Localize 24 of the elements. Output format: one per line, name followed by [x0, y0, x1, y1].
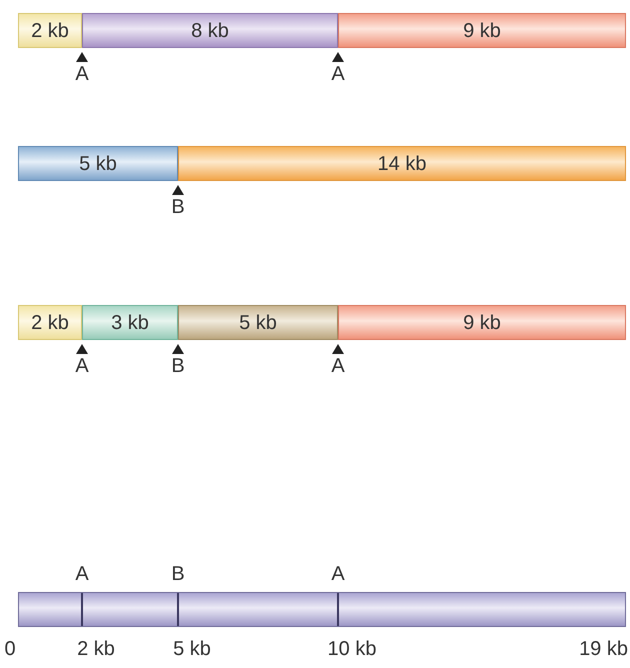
scale-label: 5 kb [172, 639, 212, 659]
cut-site-label: A [74, 64, 90, 84]
dna-segment: 5 kb [18, 146, 178, 181]
restriction-map-bar [18, 592, 626, 627]
site-label: A [330, 564, 346, 584]
dna-segment: 3 kb [82, 305, 178, 340]
dna-segment: 8 kb [82, 13, 338, 48]
dna-segment: 9 kb [338, 13, 626, 48]
scale-label: 19 kb [579, 639, 628, 659]
site-label: A [74, 564, 90, 584]
scale-label: 10 kb [326, 639, 378, 659]
dna-segment: 2 kb [18, 305, 82, 340]
cut-site-label: B [170, 197, 186, 217]
site-label: B [170, 564, 186, 584]
cut-site-label: B [170, 356, 186, 376]
cut-site-label: A [74, 356, 90, 376]
cut-site-label: A [330, 356, 346, 376]
cut-site-label: A [330, 64, 346, 84]
dna-segment: 2 kb [18, 13, 82, 48]
dna-segment: 14 kb [178, 146, 626, 181]
scale-label: 2 kb [76, 639, 116, 659]
scale-label: 0 [3, 639, 17, 659]
dna-segment: 9 kb [338, 305, 626, 340]
dna-segment: 5 kb [178, 305, 338, 340]
